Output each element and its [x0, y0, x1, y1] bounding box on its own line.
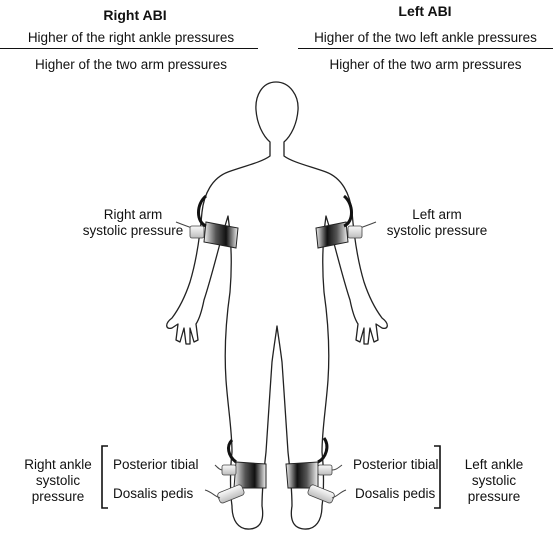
left-arm-label-line2: systolic pressure: [386, 223, 488, 238]
right-dorsalis-pedis-label: Dosalis pedis: [113, 486, 194, 501]
right-ankle-bracket: [101, 445, 108, 509]
body-outline: [166, 81, 388, 530]
left-ankle-label-line1: Left ankle: [464, 457, 524, 472]
left-arm-label-line1: Left arm: [412, 207, 462, 222]
left-arm-cuff: [315, 194, 377, 249]
right-abi-fraction-bar: [0, 48, 258, 49]
left-abi-denominator: Higher of the two arm pressures: [329, 57, 522, 72]
left-ankle-bracket: [434, 445, 441, 509]
left-dorsalis-pedis-label: Dosalis pedis: [355, 486, 436, 501]
left-dorsalis-pedis-probe: [307, 484, 335, 504]
right-abi-numerator: Higher of the right ankle pressures: [27, 30, 235, 45]
right-abi-title: Right ABI: [103, 7, 167, 23]
left-posterior-tibial-sensor: [317, 464, 333, 476]
right-ankle-label-line3: pressure: [31, 489, 85, 504]
left-abi-numerator: Higher of the two left ankle pressures: [314, 30, 537, 45]
right-arm-label-line1: Right arm: [103, 207, 163, 222]
right-dorsalis-pedis-probe: [217, 484, 245, 504]
right-ankle-cuff: [204, 438, 267, 504]
left-ankle-cuff: [285, 437, 347, 504]
right-arm-label-line2: systolic pressure: [82, 223, 184, 238]
left-posterior-tibial-label: Posterior tibial: [353, 457, 439, 472]
right-posterior-tibial-label: Posterior tibial: [113, 457, 199, 472]
right-posterior-tibial-sensor: [221, 464, 237, 476]
left-abi-fraction-bar: [298, 48, 553, 49]
right-arm-sensor: [189, 225, 205, 239]
right-ankle-label-line2: systolic: [35, 473, 81, 488]
left-abi-title: Left ABI: [398, 3, 452, 19]
right-ankle-label-line1: Right ankle: [24, 457, 92, 472]
left-arm-sensor: [347, 225, 363, 239]
right-arm-cuff: [175, 194, 239, 249]
left-ankle-label-line2: systolic: [471, 473, 517, 488]
left-ankle-label-line3: pressure: [467, 489, 521, 504]
right-abi-denominator: Higher of the two arm pressures: [34, 57, 228, 72]
